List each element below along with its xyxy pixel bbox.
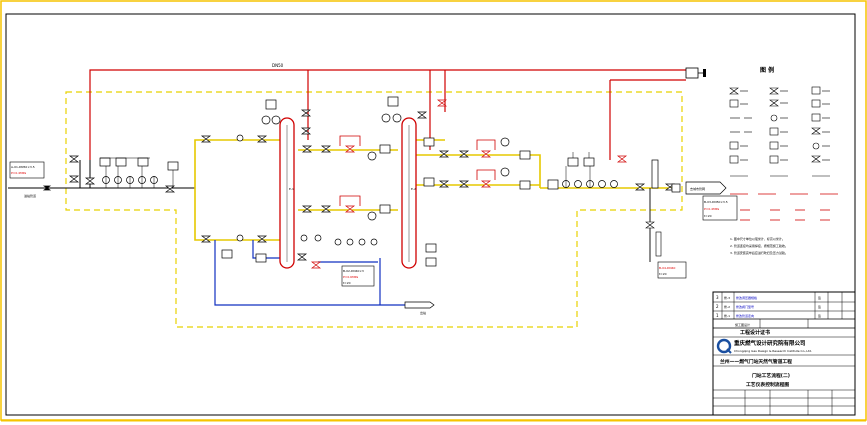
right-info-box: B-03-DN50×3.5 P=0.4MPa t=20 [702,195,738,221]
svg-text:签: 签 [818,313,821,318]
svg-text:B-04-DN40: B-04-DN40 [659,266,676,270]
svg-text:Chongqing Gas Design & Researc: Chongqing Gas Design & Research Institut… [734,349,812,353]
svg-text:签: 签 [818,295,821,300]
svg-text:修-3: 修-3 [724,295,730,300]
svg-text:1. 图中尺寸单位以毫米计，标高以米计。: 1. 图中尺寸单位以毫米计，标高以米计。 [730,236,785,241]
svg-text:P=0.6MPa: P=0.6MPa [343,275,358,279]
top-line-label: DN50 [272,63,284,68]
svg-text:3. 管道安装完毕后应进行吹扫及压力试验。: 3. 管道安装完毕后应进行吹扫及压力试验。 [730,250,788,255]
svg-text:兰州——燃气门站天然气管道工程: 兰州——燃气门站天然气管道工程 [720,358,792,365]
lower-right-info-box: B-04-DN40 t=20 [657,261,687,279]
svg-text:t=20: t=20 [343,281,351,285]
svg-text:E-2: E-2 [411,187,416,191]
svg-text:P=0.4MPa: P=0.4MPa [11,171,26,175]
svg-text:P=0.4MPa: P=0.4MPa [704,207,719,211]
svg-text:B-03-DN50×3.5: B-03-DN50×3.5 [704,200,728,204]
title-block: 3 修-3 修改调压器规格 签 2 修-2 修改阀门型号 签 1 修-1 修改管… [712,291,856,416]
drawing-notes: 1. 图中尺寸单位以毫米计，标高以米计。 2. 管道连接均采用焊接，按规范施工验… [730,236,788,255]
svg-text:2. 管道连接均采用焊接，按规范施工验收。: 2. 管道连接均采用焊接，按规范施工验收。 [730,243,788,248]
svg-text:去城市管网: 去城市管网 [690,186,705,191]
legend-symbols [729,86,830,177]
svg-text:进站管道: 进站管道 [24,193,36,198]
svg-text:E-1: E-1 [289,187,294,191]
inlet-info-box: A-01-DN50×3.5 P=0.4MPa [9,161,45,179]
metering-runs [300,99,531,190]
svg-text:签: 签 [818,304,821,309]
inlet-line [8,160,195,189]
process-header [194,139,672,241]
svg-text:重庆燃气设计研究院有限公司: 重庆燃气设计研究院有限公司 [734,339,806,347]
inlet-instruments [42,155,179,193]
outlet-section [547,155,727,195]
svg-text:B-02-DN40×3: B-02-DN40×3 [343,269,364,273]
svg-text:修改调压器规格: 修改调压器规格 [736,295,757,300]
svg-text:1: 1 [716,313,719,318]
svg-text:施工图设计: 施工图设计 [735,322,750,327]
company-logo [716,338,732,354]
svg-text:修改阀门型号: 修改阀门型号 [736,304,754,309]
station-boundary [65,91,683,328]
svg-text:工艺仪表控制流程图: 工艺仪表控制流程图 [746,381,789,388]
inner-frame [5,13,856,416]
svg-text:2: 2 [716,304,719,309]
bypass-lines [214,240,405,306]
legend: 图 例 [729,66,838,221]
svg-text:t=20: t=20 [659,272,667,276]
legend-title: 图 例 [760,66,774,74]
svg-text:3: 3 [716,295,719,300]
vent-stack-symbol [685,67,706,79]
approval-strip [712,318,856,329]
separator-columns: E-1 E-2 [279,117,417,269]
outlet-arrow: 出站 [404,301,435,315]
svg-text:t=20: t=20 [704,214,712,218]
svg-text:修改管道走向: 修改管道走向 [736,313,754,318]
svg-text:门站工艺流程(二): 门站工艺流程(二) [752,372,790,379]
svg-text:修-2: 修-2 [724,304,730,309]
svg-text:出站: 出站 [420,310,426,315]
mid-info-box: B-02-DN40×3 P=0.6MPa t=20 [341,265,375,287]
regulator-runs [200,96,437,269]
svg-text:修-1: 修-1 [724,313,730,318]
svg-text:工程设计证书: 工程设计证书 [740,329,770,336]
svg-text:A-01-DN50×3.5: A-01-DN50×3.5 [11,165,35,169]
